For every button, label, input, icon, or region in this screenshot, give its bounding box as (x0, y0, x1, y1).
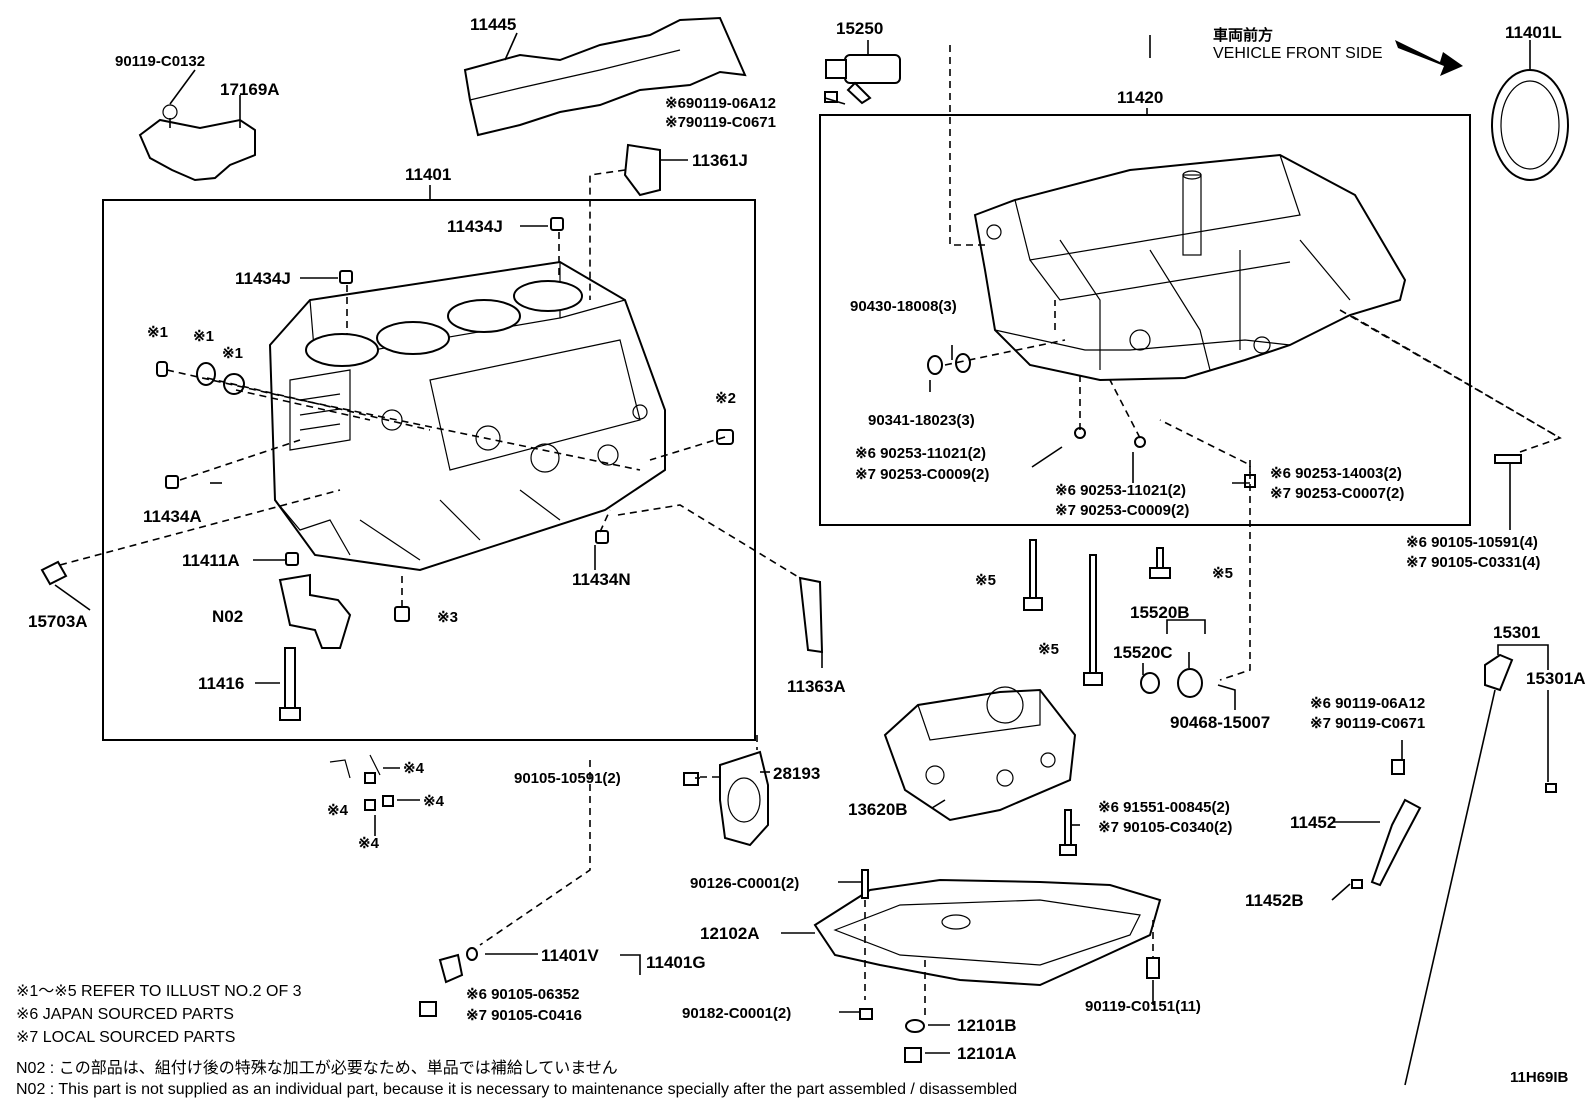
mark-4b: ※4 (423, 793, 445, 810)
mark-2: ※2 (715, 390, 736, 407)
oil-pan-upper-group-frame (819, 114, 1471, 526)
label-91551: ※6 91551-00845(2) (1098, 799, 1230, 816)
note-refer: ※1～※5 REFER TO ILLUST NO.2 OF 3 (16, 983, 302, 1000)
label-15250: 15250 (836, 19, 883, 38)
oil-control-valve-drawing (825, 54, 901, 105)
mark-4c: ※4 (327, 802, 349, 819)
mark-1b: ※1 (193, 328, 214, 345)
label-90182: 90182-C0001(2) (682, 1005, 791, 1022)
label-90253-11021-b: ※6 90253-11021(2) (1055, 482, 1186, 499)
label-90253-c0009-b: ※7 90253-C0009(2) (1055, 502, 1189, 519)
label-90253-14003: ※6 90253-14003(2) (1270, 465, 1402, 482)
label-90105-06352: ※6 90105-06352 (466, 986, 580, 1003)
rear-oil-seal-drawing (1491, 69, 1569, 181)
label-11452b: 11452B (1245, 891, 1304, 910)
label-90119-06a12: ※6 90119-06A12 (1310, 695, 1425, 712)
mark-5c: ※5 (1038, 641, 1059, 658)
cylinder-block-drawing (268, 260, 666, 572)
part-labels: 11445 15250 90119-C0132 17169A ※690119-0… (28, 15, 1586, 1063)
mark-1a: ※1 (147, 324, 168, 341)
label-90126: 90126-C0001(2) (690, 875, 799, 892)
oil-pump-drawing (883, 686, 1077, 822)
mark-1c: ※1 (222, 345, 243, 362)
label-n02: N02 (212, 607, 243, 626)
mark-3: ※3 (437, 609, 458, 626)
leader-lines (54, 32, 1549, 1054)
note-n02-en: N02 : This part is not supplied as an in… (16, 1081, 1017, 1098)
label-28193: 28193 (773, 764, 820, 783)
label-12101b: 12101B (957, 1016, 1017, 1035)
label-790119-c0671: ※790119-C0671 (665, 114, 776, 131)
label-15520b: 15520B (1130, 603, 1190, 622)
label-11401g: 11401G (646, 953, 706, 972)
label-11434n: 11434N (572, 570, 631, 589)
note-local: ※7 LOCAL SOURCED PARTS (16, 1029, 235, 1046)
oil-pan-upper-drawing (973, 153, 1407, 382)
oil-pan-lower-drawing (813, 878, 1162, 987)
label-90468: 90468-15007 (1170, 713, 1270, 732)
cylinder-block-group-frame (102, 199, 756, 741)
label-90105-c0416: ※7 90105-C0416 (466, 1007, 582, 1024)
mark-5b: ※5 (1212, 565, 1233, 582)
timing-cover-plate-drawing (463, 16, 747, 137)
label-90253-c0007: ※7 90253-C0007(2) (1270, 485, 1404, 502)
label-11452: 11452 (1290, 813, 1336, 832)
note-japan: ※6 JAPAN SOURCED PARTS (16, 1006, 234, 1023)
mark-4a: ※4 (403, 760, 425, 777)
direction-en: VEHICLE FRONT SIDE (1213, 45, 1383, 62)
label-90105-10591-2: 90105-10591(2) (514, 770, 621, 787)
label-13620b: 13620B (848, 800, 908, 819)
label-90119-c0671: ※7 90119-C0671 (1310, 715, 1425, 732)
label-90105-c0340: ※7 90105-C0340(2) (1098, 819, 1232, 836)
label-90119-c0132: 90119-C0132 (115, 53, 205, 70)
label-11434a: 11434A (143, 507, 202, 526)
footnotes: ※1～※5 REFER TO ILLUST NO.2 OF 3 ※6 JAPAN… (16, 983, 1569, 1098)
label-90341: 90341-18023(3) (868, 412, 975, 429)
label-15520c: 15520C (1113, 643, 1173, 662)
label-11361j: 11361J (692, 151, 748, 170)
label-11401: 11401 (405, 165, 451, 184)
label-11420: 11420 (1117, 88, 1163, 107)
label-12101a: 12101A (957, 1044, 1017, 1063)
label-11434j-b: 11434J (235, 269, 291, 288)
label-11401v: 11401V (541, 946, 599, 965)
label-11411a: 11411A (182, 551, 240, 570)
gasket-11361j-drawing (623, 143, 661, 197)
note-n02-jp: N02 : この部品は、組付け後の特殊な加工が必要なため、単品では補給していませ… (16, 1059, 618, 1077)
label-15703a: 15703A (28, 612, 88, 631)
label-690119-06a12: ※690119-06A12 (665, 95, 776, 112)
label-90253-11021-a: ※6 90253-11021(2) (855, 445, 986, 462)
label-11445: 11445 (470, 15, 516, 34)
vehicle-front-arrow (1395, 40, 1463, 76)
mark-5a: ※5 (975, 572, 996, 589)
label-90430: 90430-18008(3) (850, 298, 957, 315)
diagram-code: 11H69IB (1510, 1069, 1569, 1086)
label-11416: 11416 (198, 674, 244, 693)
gasket-28193-drawing (719, 750, 769, 847)
label-15301a: 15301A (1526, 669, 1586, 688)
direction-jp: 車両前方 (1213, 26, 1273, 44)
mark-4d: ※4 (358, 835, 380, 852)
label-15301: 15301 (1493, 623, 1540, 642)
label-12102a: 12102A (700, 924, 760, 943)
bracket-drawing (138, 104, 256, 182)
label-90253-c0009-a: ※7 90253-C0009(2) (855, 466, 989, 483)
label-11401l: 11401L (1505, 23, 1562, 42)
label-11434j-a: 11434J (447, 217, 503, 236)
assembly-lines (59, 45, 1562, 1015)
label-90119-c0151: 90119-C0151(11) (1085, 998, 1201, 1015)
label-17169a: 17169A (220, 80, 280, 99)
label-90105-10591-4: ※6 90105-10591(4) (1406, 534, 1538, 551)
dipstick-drawing (1370, 653, 1514, 1086)
label-90105-c0331: ※7 90105-C0331(4) (1406, 554, 1540, 571)
label-11363a: 11363A (787, 677, 846, 696)
